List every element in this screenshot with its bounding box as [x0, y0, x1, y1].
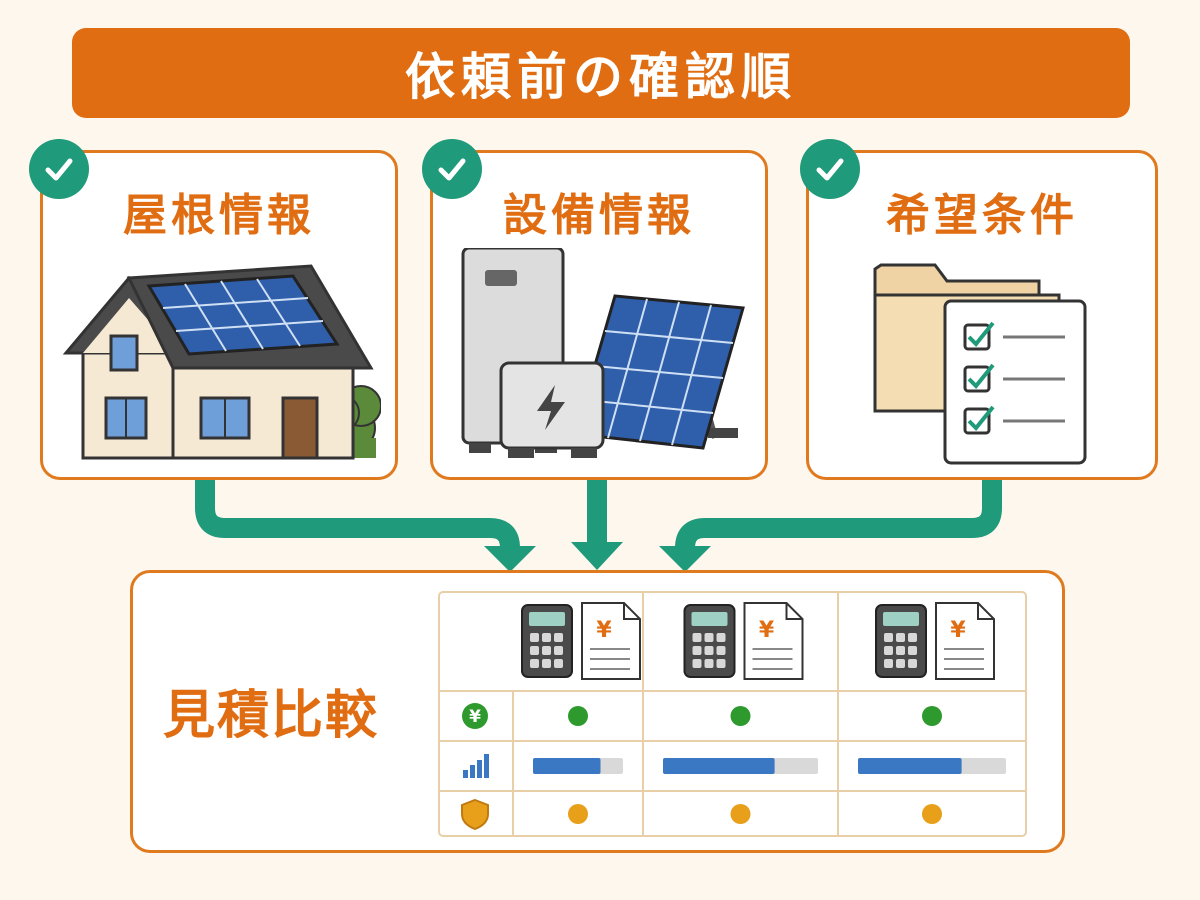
- card-roof-info: 屋根情報: [40, 150, 398, 480]
- yen-document-icon: ¥: [743, 602, 804, 680]
- house-solar-icon: [62, 264, 381, 460]
- price-rating-dot: [568, 706, 588, 726]
- performance-bar-fill: [858, 758, 962, 774]
- check-icon-preferences: [800, 139, 860, 199]
- check-icon-equipment: [422, 139, 482, 199]
- battery-solar-panel-icon: [461, 248, 745, 458]
- comparison-table: ¥ ¥ ¥ ¥: [438, 591, 1027, 837]
- yen-document-icon: ¥: [935, 602, 995, 680]
- comparison-title: 見積比較: [163, 686, 380, 746]
- card-title-preferences: 希望条件: [886, 190, 1078, 241]
- yen-document-glyph: ¥: [950, 618, 966, 643]
- card-preferences: 希望条件: [806, 150, 1158, 480]
- yen-document-icon: ¥: [581, 602, 641, 680]
- arrow-roof-to-compare: [195, 480, 520, 558]
- price-rating-dot: [922, 706, 942, 726]
- yen-document-glyph: ¥: [759, 618, 775, 643]
- shield-icon: [461, 798, 489, 831]
- warranty-rating-dot: [568, 804, 588, 824]
- warranty-rating-dot: [730, 804, 751, 824]
- page-title: 依頼前の確認順: [405, 48, 797, 106]
- yen-icon-glyph: ¥: [469, 707, 481, 727]
- check-icon-roof: [29, 139, 89, 199]
- signal-bars-icon: [463, 754, 489, 778]
- warranty-rating-dot: [922, 804, 942, 824]
- title-banner: 依頼前の確認順: [72, 28, 1130, 118]
- price-rating-dot: [730, 706, 751, 726]
- calculator-icon: [875, 604, 927, 678]
- folder-checklist-icon: [873, 263, 1087, 465]
- yen-document-glyph: ¥: [596, 618, 612, 643]
- calculator-icon: [521, 604, 573, 678]
- card-title-roof: 屋根情報: [123, 190, 315, 241]
- performance-bar-fill: [663, 758, 775, 774]
- yen-icon: ¥: [462, 703, 488, 729]
- quote-comparison-panel: 見積比較 ¥ ¥ ¥ ¥: [130, 570, 1065, 853]
- card-equipment-info: 設備情報: [430, 150, 768, 480]
- arrow-preferences-to-compare: [675, 480, 1002, 558]
- card-title-equipment: 設備情報: [503, 190, 695, 241]
- performance-bar-fill: [533, 758, 601, 774]
- calculator-icon: [683, 604, 736, 678]
